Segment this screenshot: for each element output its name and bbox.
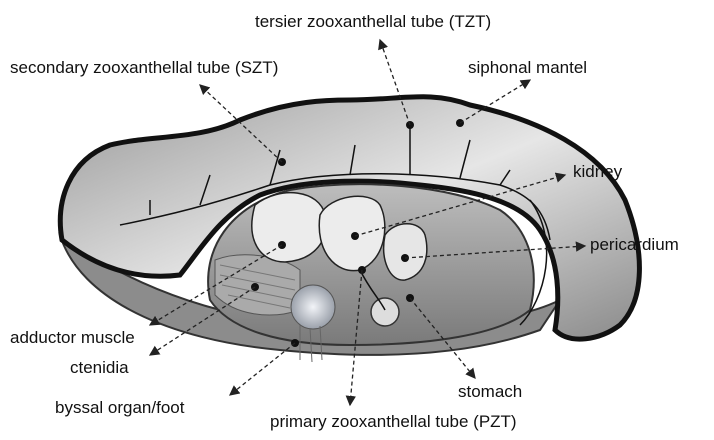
label-byssal: byssal organ/foot bbox=[55, 398, 185, 417]
label-tzt: tersier zooxanthellal tube (TZT) bbox=[255, 12, 492, 31]
label-ctenidia: ctenidia bbox=[70, 358, 129, 377]
label-szt: secondary zooxanthellal tube (SZT) bbox=[10, 58, 279, 77]
label-pericardium: pericardium bbox=[590, 235, 679, 254]
leader-arrows bbox=[148, 38, 587, 407]
label-stomach: stomach bbox=[458, 382, 523, 401]
adductor-muscle bbox=[251, 191, 327, 263]
siphonal-mantle bbox=[57, 94, 642, 342]
label-pzt: primary zooxanthellal tube (PZT) bbox=[270, 412, 517, 431]
label-adductor-muscle: adductor muscle bbox=[10, 328, 135, 347]
pericardium bbox=[383, 223, 428, 281]
stomach bbox=[370, 297, 400, 327]
zooxanthellal-tubes bbox=[119, 125, 551, 326]
byssal-foot bbox=[290, 284, 336, 330]
label-kidney: kidney bbox=[573, 162, 623, 181]
label-siphonal-mantel: siphonal mantel bbox=[468, 58, 588, 77]
